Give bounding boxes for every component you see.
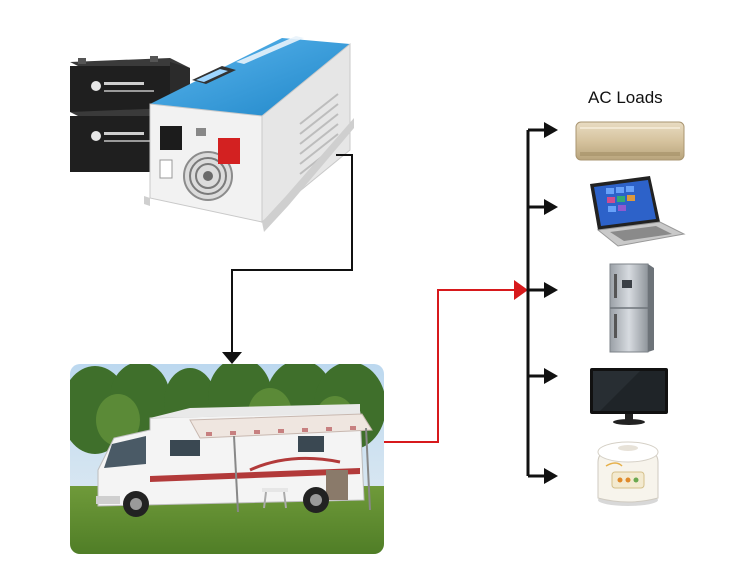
inverter-icon bbox=[144, 0, 354, 232]
right-arrow-icon bbox=[514, 280, 528, 300]
laptop-icon bbox=[590, 176, 684, 246]
branch-arrow-icon bbox=[544, 468, 558, 484]
branch-arrow-icon bbox=[544, 199, 558, 215]
refrigerator-icon bbox=[610, 264, 654, 352]
tv-icon bbox=[590, 368, 668, 425]
down-arrow-icon bbox=[222, 352, 242, 364]
branch-arrow-icon bbox=[544, 122, 558, 138]
rv-camper-icon bbox=[61, 358, 386, 556]
rice-cooker-icon bbox=[598, 442, 658, 506]
branch-arrow-icon bbox=[544, 368, 558, 384]
branch-arrow-icon bbox=[544, 282, 558, 298]
ac-bus-line bbox=[528, 130, 548, 476]
air-conditioner-icon bbox=[576, 122, 684, 160]
ac-connection-line bbox=[384, 280, 528, 442]
